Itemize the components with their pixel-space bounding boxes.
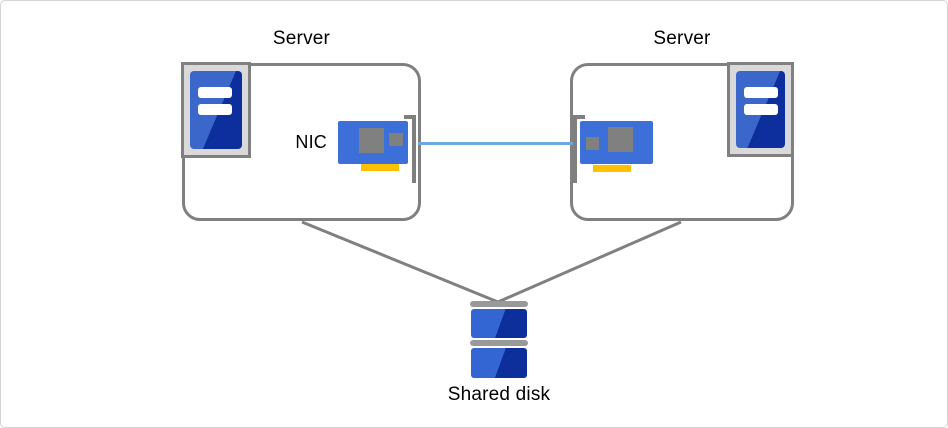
nic-bracket-notch	[404, 115, 413, 119]
server-right-to-disk-line	[497, 220, 682, 304]
nic-chip-large	[359, 128, 384, 153]
nic-bracket	[412, 115, 416, 183]
shared-disk-icon	[469, 298, 529, 384]
tower-slot-bar	[744, 104, 778, 115]
nic-icon-right	[569, 115, 655, 185]
nic-bracket-notch	[576, 115, 585, 119]
nic-bracket	[573, 115, 577, 183]
nic-connector-yellow	[361, 164, 399, 171]
nic-link-line	[418, 142, 573, 145]
server-tower-icon-left	[181, 62, 251, 158]
nic-chip-small	[586, 137, 599, 150]
tower-slot-bar	[198, 87, 232, 98]
nic-chip-large	[608, 127, 633, 152]
nic-label: NIC	[295, 132, 327, 152]
disk-separator	[470, 340, 528, 346]
nic-chip-small	[389, 133, 403, 146]
shared-disk-label: Shared disk	[447, 384, 551, 405]
disk-platter	[471, 309, 527, 338]
tower-slot-bar	[198, 104, 232, 115]
disk-cap	[470, 301, 528, 307]
server-left-label: Server	[272, 28, 331, 49]
tower-slot-bar	[744, 87, 778, 98]
server-left-to-disk-line	[301, 220, 499, 304]
nic-icon-left	[338, 115, 420, 185]
nic-connector-yellow	[593, 165, 631, 172]
server-tower-icon-right	[727, 62, 794, 157]
disk-platter	[471, 348, 527, 378]
server-right-label: Server	[653, 28, 711, 49]
